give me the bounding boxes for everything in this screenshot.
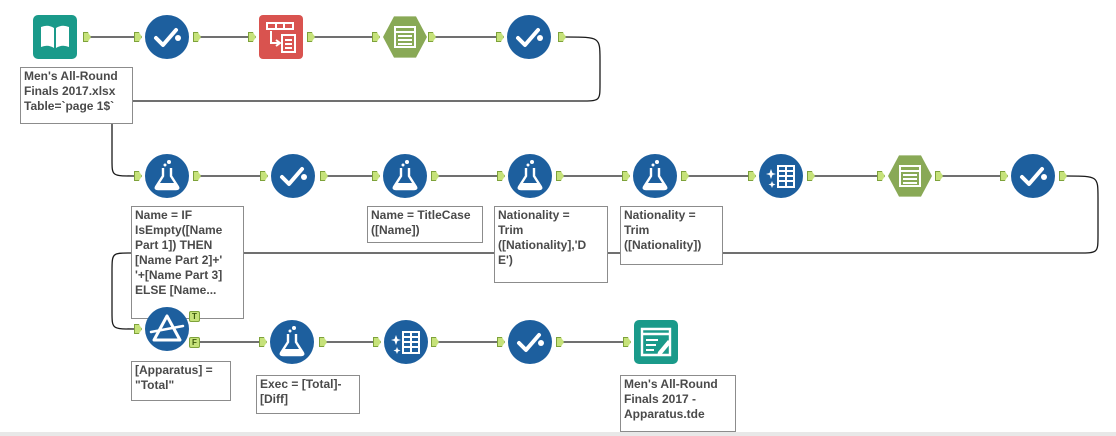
formula-annotation: Name = TitleCase ([Name]) (367, 206, 483, 243)
input-annotation: Men's All-Round Finals 2017.xlsx Table=`… (20, 67, 133, 124)
false-anchor[interactable]: F (189, 337, 200, 348)
input-anchor[interactable] (134, 171, 142, 181)
output-anchor[interactable] (1059, 171, 1067, 181)
select-tool[interactable] (507, 15, 551, 59)
select-tool[interactable] (1011, 154, 1055, 198)
true-anchor[interactable]: T (189, 311, 200, 322)
input-data-tool[interactable] (33, 15, 77, 59)
filter-annotation: [Apparatus] = "Total" (131, 361, 231, 401)
output-annotation: Men's All-Round Finals 2017 - Apparatus.… (620, 375, 736, 432)
formula-annotation: Nationality = Trim ([Nationality],'D E') (494, 206, 608, 283)
formula-tool[interactable] (145, 154, 189, 198)
output-anchor[interactable] (307, 32, 315, 42)
filter-tool[interactable] (145, 307, 189, 351)
output-anchor[interactable] (431, 171, 439, 181)
formula-annotation: Nationality = Trim ([Nationality]) (620, 206, 723, 265)
flask-icon (154, 160, 180, 191)
table-list-icon (899, 165, 921, 187)
book-icon (41, 25, 69, 49)
output-anchor[interactable] (320, 171, 328, 181)
output-anchor[interactable] (556, 337, 564, 347)
output-document-icon (640, 327, 672, 357)
formula-annotation: Exec = [Total]- [Diff] (256, 375, 360, 414)
output-anchor[interactable] (935, 171, 943, 181)
checkmark-icon (517, 333, 544, 352)
checkmark-icon (280, 167, 307, 186)
split-table-icon (266, 22, 296, 53)
filter-triangle-icon (149, 314, 185, 342)
formula-annotation: Name = IF IsEmpty([Name Part 1]) THEN [N… (131, 206, 244, 319)
input-anchor[interactable] (496, 32, 504, 42)
input-anchor[interactable] (748, 171, 756, 181)
output-anchor[interactable] (807, 171, 815, 181)
input-anchor[interactable] (134, 32, 142, 42)
input-anchor[interactable] (497, 171, 505, 181)
flask-icon (517, 160, 543, 191)
auto-field-tool[interactable] (384, 320, 428, 364)
output-anchor[interactable] (319, 337, 327, 347)
output-anchor[interactable] (83, 32, 91, 42)
formula-tool[interactable] (633, 154, 677, 198)
input-anchor[interactable] (497, 337, 505, 347)
input-anchor[interactable] (1000, 171, 1008, 181)
checkmark-icon (154, 28, 181, 47)
formula-tool[interactable] (270, 320, 314, 364)
input-anchor[interactable] (622, 171, 630, 181)
output-anchor[interactable] (558, 32, 566, 42)
checkmark-icon (516, 28, 543, 47)
flask-icon (642, 160, 668, 191)
text-to-columns-tool[interactable] (259, 15, 303, 59)
input-anchor[interactable] (134, 324, 142, 334)
output-anchor[interactable] (193, 171, 201, 181)
input-anchor[interactable] (877, 171, 885, 181)
wire (111, 36, 601, 177)
sparkle-table-icon (391, 331, 420, 354)
flask-icon (279, 326, 305, 357)
select-tool[interactable] (271, 154, 315, 198)
select-tool[interactable] (145, 15, 189, 59)
input-anchor[interactable] (623, 337, 631, 347)
output-anchor[interactable] (556, 171, 564, 181)
horizontal-scrollbar[interactable] (0, 432, 1116, 436)
auto-field-tool[interactable] (759, 154, 803, 198)
data-cleansing-tool[interactable] (383, 16, 427, 58)
flask-icon (392, 160, 418, 191)
input-anchor[interactable] (260, 171, 268, 181)
output-anchor[interactable] (428, 32, 436, 42)
input-anchor[interactable] (248, 32, 256, 42)
output-anchor[interactable] (681, 171, 689, 181)
output-anchor[interactable] (193, 32, 201, 42)
formula-tool[interactable] (383, 154, 427, 198)
input-anchor[interactable] (373, 337, 381, 347)
input-anchor[interactable] (259, 337, 267, 347)
output-anchor[interactable] (431, 337, 439, 347)
select-tool[interactable] (508, 320, 552, 364)
input-anchor[interactable] (372, 32, 380, 42)
table-list-icon (394, 26, 416, 48)
output-data-tool[interactable] (634, 320, 678, 364)
formula-tool[interactable] (508, 154, 552, 198)
sparkle-table-icon (766, 165, 795, 188)
input-anchor[interactable] (372, 171, 380, 181)
checkmark-icon (1020, 167, 1047, 186)
